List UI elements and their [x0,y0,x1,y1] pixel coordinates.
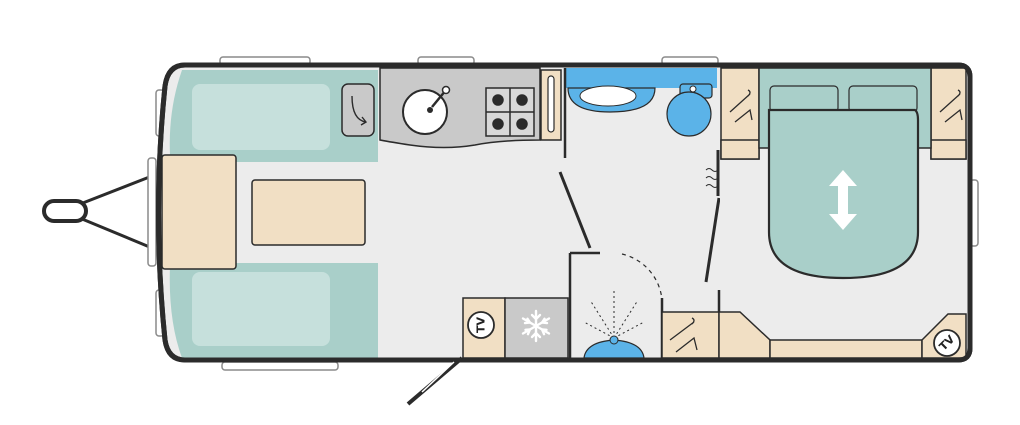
pillow-left [769,85,839,113]
heat-waves-icon [705,168,719,188]
fridge [504,297,569,359]
tv-label-front: TV [475,317,488,334]
front-lounge [161,70,378,358]
hanger-icon [669,317,698,353]
towbar [42,174,153,250]
front-chest [161,154,237,270]
shower-icon [583,288,645,339]
sink-icon [402,85,451,135]
tv-icon: TV [933,329,961,357]
corner-cupboard [341,83,375,137]
shower [568,251,664,359]
four-burner-hob-icon [485,87,535,137]
pillow-right [848,85,918,113]
rear-dresser [769,339,923,359]
hanger-icon [729,89,963,123]
dining-table [251,179,366,246]
corner-cupboard-arrow-icon [351,95,368,126]
kitchen [379,67,562,149]
caravan-outline [156,62,973,363]
washroom [558,68,721,283]
toilet-icon [666,83,713,137]
double-arrow-icon [829,170,857,230]
rear-bedroom: TV [661,67,967,359]
entrance: TV [406,297,569,406]
wardrobe-shower-side [661,311,720,359]
tv-icon: TV [467,311,495,339]
snowflake-icon [521,309,551,343]
